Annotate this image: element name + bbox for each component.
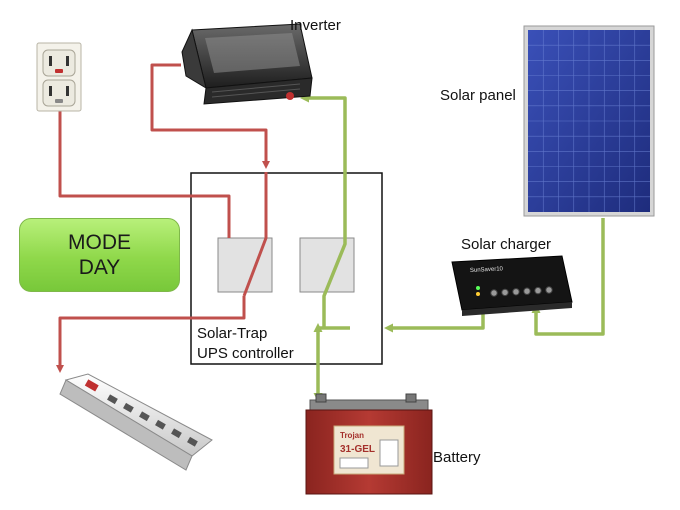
wire-to-power-strip — [56, 296, 246, 373]
wire-battery-to-inverter — [300, 93, 347, 238]
ups-controller-label-line1: Solar-Trap — [197, 325, 268, 342]
ups-controller-label-line2: UPS controller — [197, 345, 294, 362]
wire-switch-lever — [242, 172, 268, 297]
battery-model: 31-GEL — [340, 444, 375, 455]
battery-brand: Trojan — [340, 431, 364, 440]
mode-line1: MODE — [68, 231, 131, 254]
solar-charger-icon: SunSaver10 — [451, 255, 573, 316]
ups-controller-label: Solar-Trap UPS controller — [197, 324, 294, 364]
ups-controller-box — [190, 172, 383, 365]
battery-label: Battery — [433, 449, 481, 466]
mode-line2: DAY — [78, 256, 121, 279]
wire-switch-dc-lever — [322, 238, 347, 328]
inverter-icon — [181, 23, 313, 105]
solar-panel-icon — [523, 25, 655, 217]
battery-icon: Trojan 31-GEL — [305, 393, 433, 495]
charger-brand: SunSaver10 — [470, 266, 504, 274]
inverter-label: Inverter — [290, 17, 341, 34]
wire-outlet-to-switch — [58, 101, 231, 238]
power-strip-icon — [59, 373, 213, 471]
wall-outlet-icon — [36, 42, 82, 112]
solar-charger-label: Solar charger — [461, 236, 552, 253]
solar-panel-label: Solar panel — [440, 87, 516, 104]
wire-panel-to-charger — [531, 218, 605, 336]
wire-inverter-ac-out — [150, 63, 270, 169]
ac-wiring — [56, 63, 270, 373]
mode-indicator: MODE DAY — [19, 218, 180, 292]
